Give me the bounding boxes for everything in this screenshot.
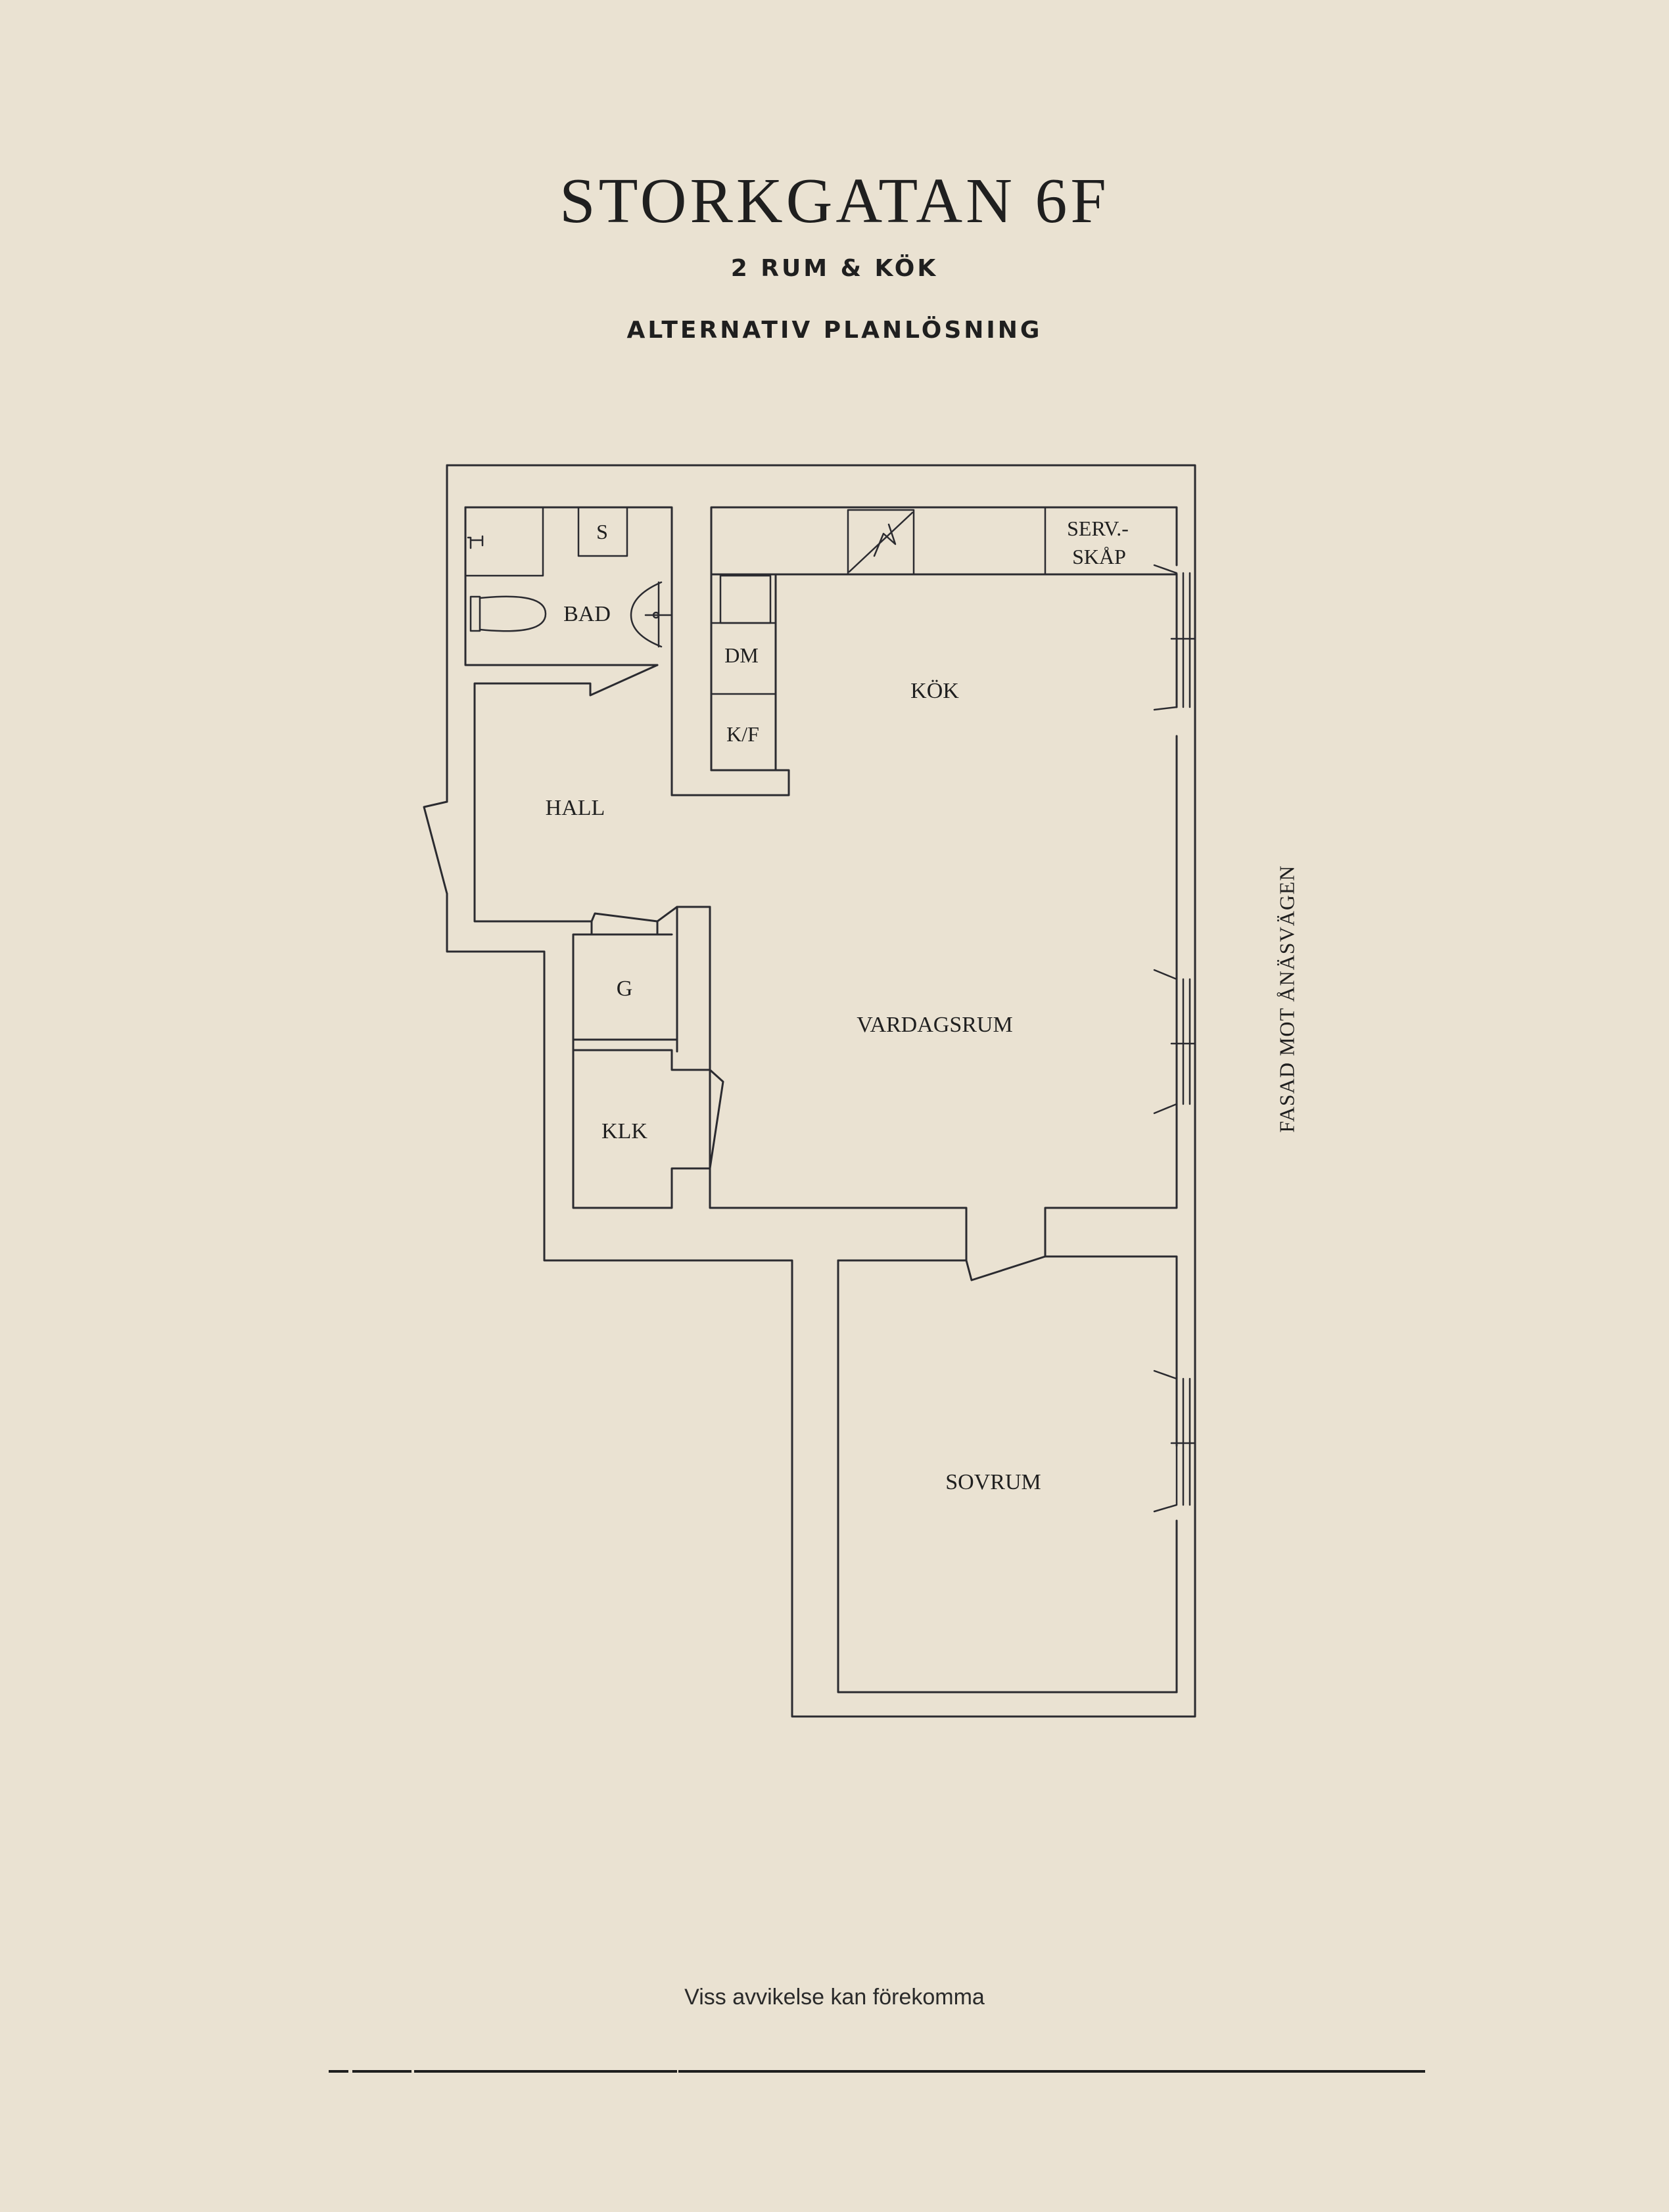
kitchen-fixtures [710,506,1046,695]
fixture-label-serv1: SERV.- [1067,517,1129,540]
room-label-vardagsrum: VARDAGSRUM [857,1013,1012,1037]
outer-walls [423,464,1196,1718]
sink-icon [630,581,663,648]
room-label-sovrum: SOVRUM [945,1470,1041,1494]
room-label-hall: HALL [546,796,605,820]
fixture-label-dm: DM [724,643,759,667]
room-label-kok: KÖK [910,679,959,703]
plan-type: ALTERNATIV PLANLÖSNING [626,317,1043,344]
fixture-label-serv2: SKÅP [1072,545,1126,568]
sink-icon [719,574,772,624]
shower-icon [464,506,544,577]
inner-walls [464,506,1178,1694]
room-labels: BAD KÖK HALL VARDAGSRUM SOVRUM G KLK S D… [546,517,1129,1494]
page-title: STORKGATAN 6F [559,166,1110,237]
closet-walls [473,892,724,1209]
bathroom-fixtures [464,506,672,648]
windows [1153,564,1196,1513]
facade-label-text: FASAD MOT ÅNÄSVÄGEN [1275,865,1299,1133]
fixture-label-kf: K/F [726,722,759,746]
toilet-icon [469,595,481,632]
disclaimer: Viss avvikelse kan förekomma [684,1985,985,2010]
storage-box [577,506,628,557]
room-label-g: G [617,977,633,1001]
apartment-size: 2 RUM & KÖK [730,255,939,282]
room-label-bad: BAD [563,602,611,626]
room-label-klk: KLK [601,1119,647,1143]
stove-icon [847,509,915,576]
fixture-label-s: S [596,520,608,543]
